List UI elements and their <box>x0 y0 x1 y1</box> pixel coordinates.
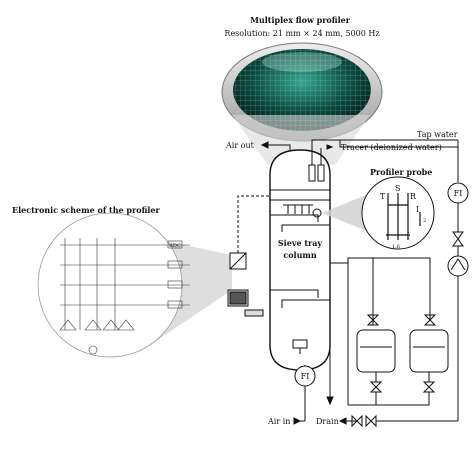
electronic-scheme <box>37 212 232 358</box>
header-subtitle: Resolution: 21 mm × 24 mm, 5000 Hz <box>224 29 379 38</box>
fi-bottom-label: FI <box>301 372 310 381</box>
photo-projection <box>232 115 370 165</box>
sieve-tray-column <box>269 149 331 371</box>
fi-top-label: FI <box>454 189 463 198</box>
bottom-piping <box>292 339 377 428</box>
probe-s: S <box>395 184 400 193</box>
probe-array <box>283 204 322 218</box>
tracer-label: Tracer (deionized water) <box>341 143 442 152</box>
adc-label: ADC <box>168 243 181 249</box>
air-in-label: Air in <box>267 417 290 426</box>
profiler-probe-title: Profiler probe <box>370 167 432 177</box>
air-out-label: Air out <box>225 141 255 150</box>
tap-water-label: Tap water <box>417 130 458 139</box>
tap-water-line <box>376 140 469 422</box>
column-label-1: Sieve tray <box>278 238 323 248</box>
drain-label: Drain <box>316 417 339 426</box>
column-label-2: column <box>283 250 317 260</box>
probe-callout <box>322 176 435 250</box>
header-title: Multiplex flow profiler <box>250 15 351 25</box>
air-out-line <box>260 141 291 150</box>
probe-i: I <box>416 205 419 214</box>
probe-dim-2: 2 <box>423 218 426 224</box>
probe-t: T <box>380 192 386 201</box>
electronic-scheme-title: Electronic scheme of the profiler <box>12 205 161 215</box>
probe-dim-16: 1.6 <box>392 244 400 250</box>
acquisition-system <box>227 195 270 317</box>
water-tanks <box>330 257 449 406</box>
probe-r: R <box>410 192 417 201</box>
